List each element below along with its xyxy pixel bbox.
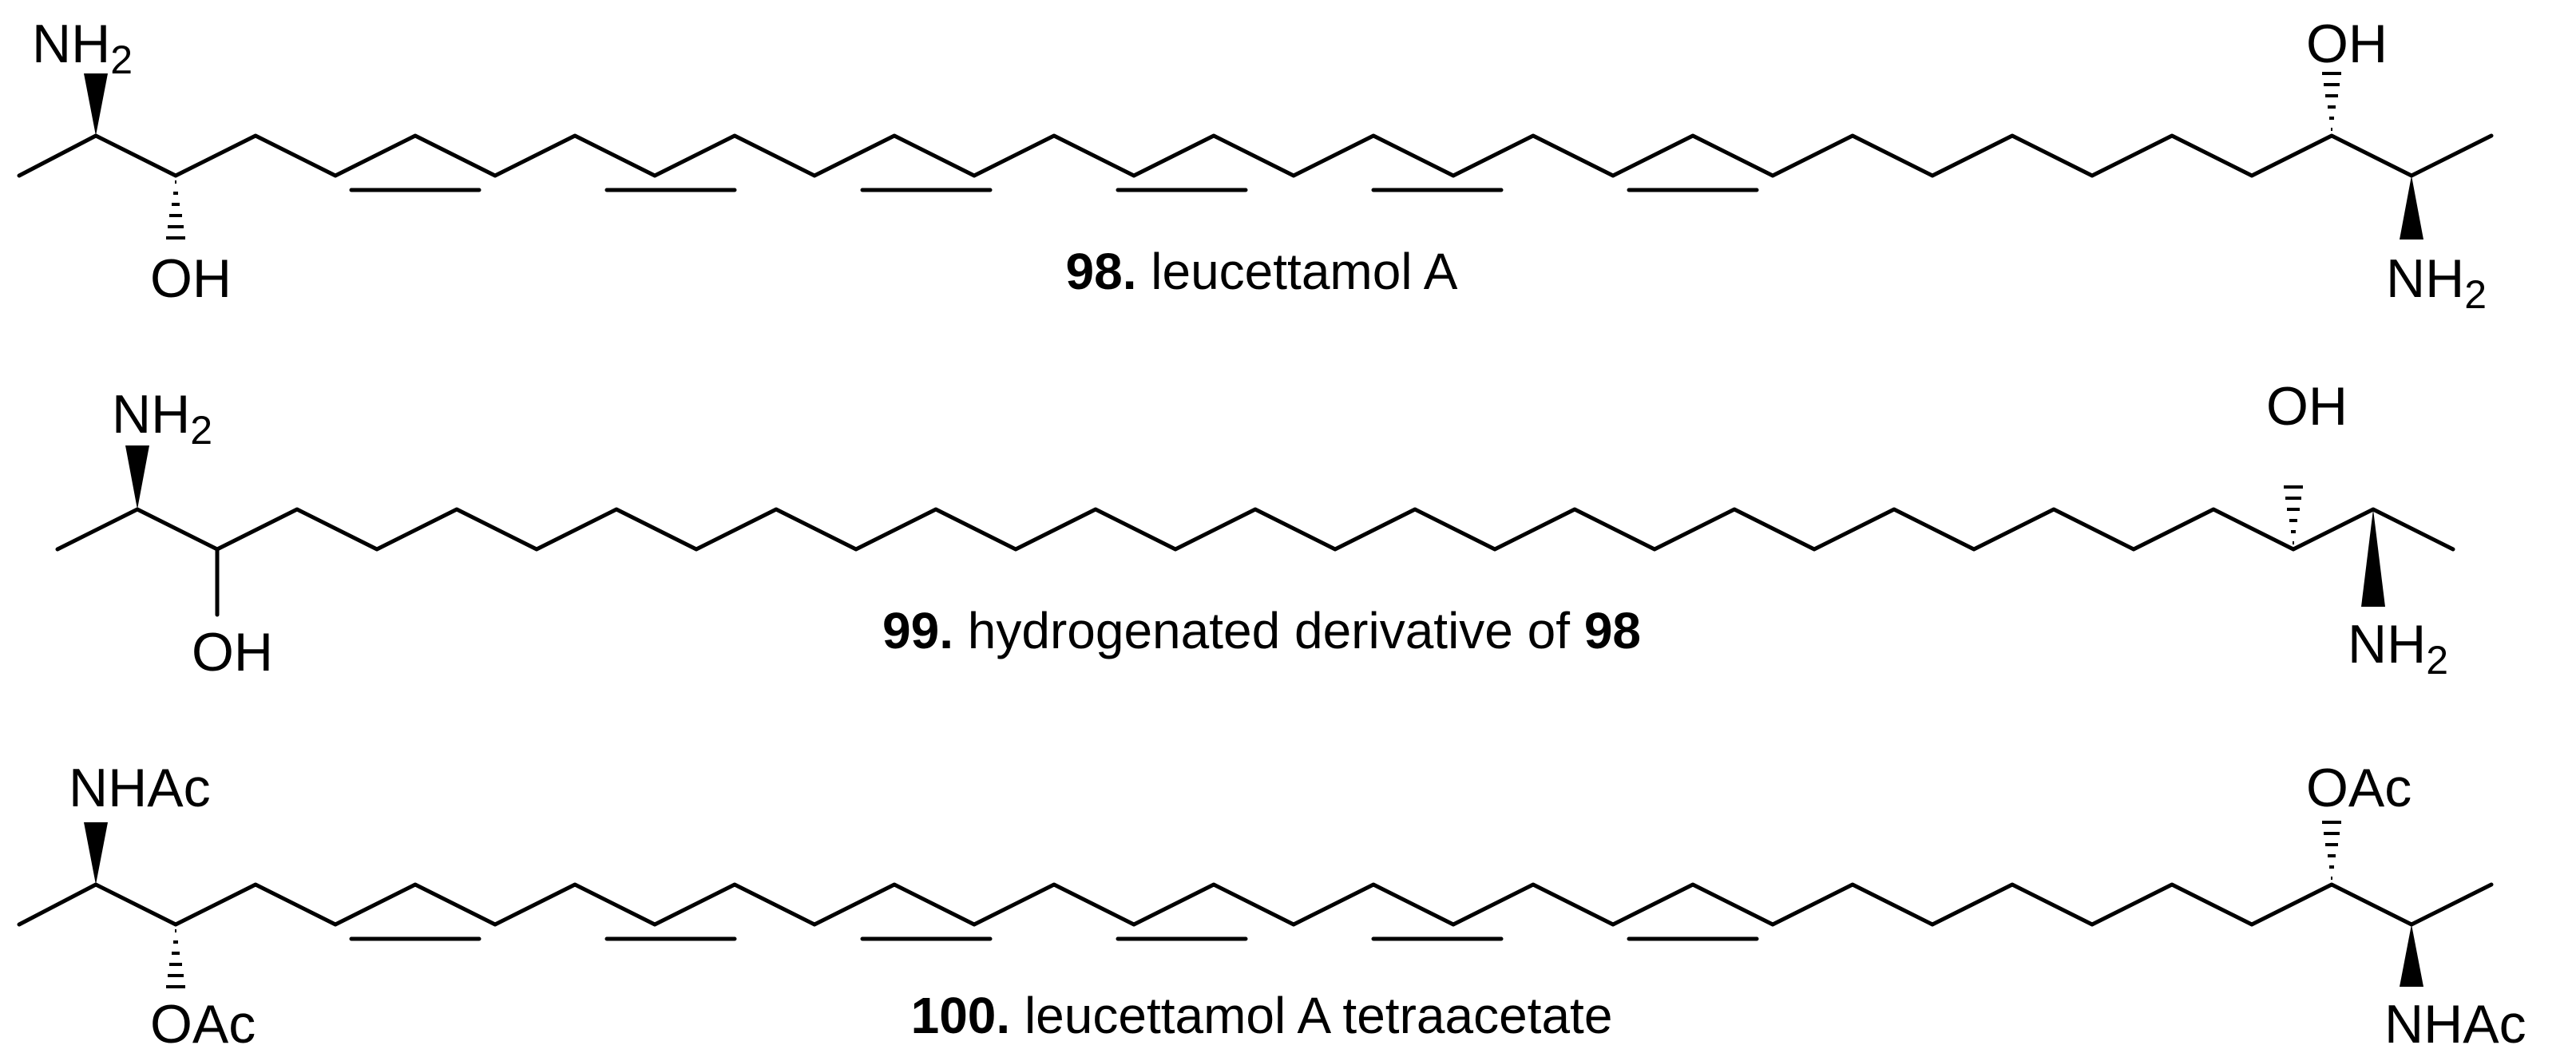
molecule-100: NHAc OAc OAc NHAc 100. leucettamol A tet… <box>17 758 2526 1055</box>
compound-caption: 100. leucettamol A tetraacetate <box>911 987 1613 1044</box>
acetamide-label: NHAc <box>69 758 211 818</box>
wedge-bond <box>2361 509 2385 607</box>
hydroxyl-label: OH <box>192 622 273 683</box>
molecule-99: NH2 OH OH NH2 99. hydrogenated derivativ… <box>55 376 2455 683</box>
hash-bond <box>166 180 185 240</box>
compound-name: leucettamol A <box>1151 243 1458 300</box>
hydroxyl-label: OH <box>2306 14 2388 74</box>
compound-name: hydrogenated derivative of <box>968 602 1584 659</box>
amine-label: NH2 <box>112 384 212 453</box>
chain-98 <box>17 133 2494 178</box>
compound-number: 99. <box>882 602 953 659</box>
hydroxyl-label: OH <box>2266 376 2348 437</box>
compound-number: 98. <box>1066 243 1137 300</box>
wedge-bond <box>125 445 149 509</box>
chain-100 <box>17 882 2494 927</box>
acetate-label: OAc <box>150 994 256 1055</box>
amine-label: NH2 <box>2348 614 2448 683</box>
hash-bond <box>166 929 185 988</box>
compound-caption: 98. leucettamol A <box>1066 243 1458 300</box>
chain-99 <box>55 507 2455 552</box>
molecule-98: NH2 OH OH NH2 98. leucettamol A <box>17 14 2494 317</box>
compound-name: leucettamol A tetraacetate <box>1024 987 1612 1044</box>
amine-label: NH2 <box>32 14 133 82</box>
compound-caption: 99. hydrogenated derivative of 98 <box>882 602 1641 659</box>
wedge-bond <box>2400 176 2423 240</box>
acetate-label: OAc <box>2306 758 2412 818</box>
wedge-bond <box>84 822 108 885</box>
wedge-bond <box>84 73 108 136</box>
hash-bond <box>2322 72 2341 131</box>
acetamide-label: NHAc <box>2384 994 2526 1055</box>
compound-reference: 98 <box>1584 602 1641 659</box>
wedge-bond <box>2400 924 2423 987</box>
hash-bond <box>2322 821 2341 880</box>
compound-number: 100. <box>911 987 1011 1044</box>
hash-bond <box>2284 485 2303 544</box>
amine-label: NH2 <box>2386 248 2487 317</box>
hydroxyl-label: OH <box>150 248 232 309</box>
